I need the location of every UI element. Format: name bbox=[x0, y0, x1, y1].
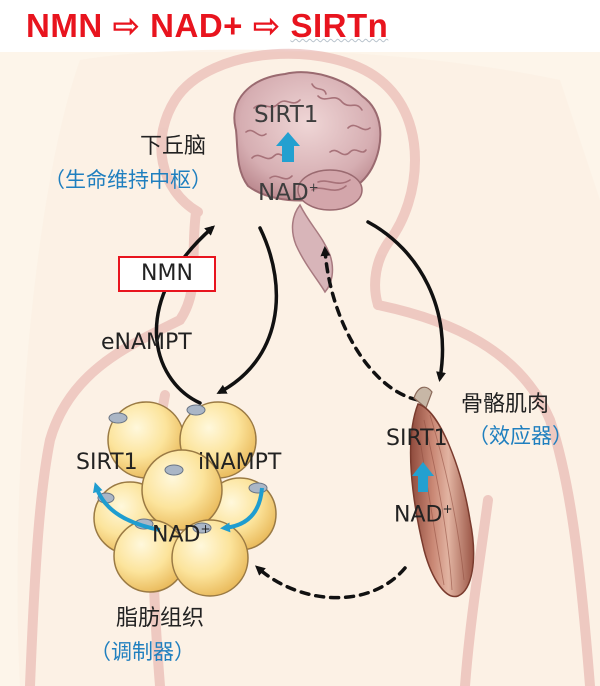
muscle-tendon-top bbox=[413, 386, 433, 410]
muscle-nad-sup: + bbox=[442, 502, 453, 516]
adipose-nad-sup: + bbox=[200, 522, 211, 536]
arrow-adipose-to-brain bbox=[154, 225, 216, 405]
muscle-up-arrow bbox=[412, 462, 434, 492]
inampt-label: iNAMPT bbox=[198, 450, 282, 475]
muscle-nad-label: NAD+ bbox=[394, 502, 453, 527]
title-arrow-2: ⇨ bbox=[252, 7, 281, 44]
dashed-arrow-muscle-to-brain bbox=[320, 246, 420, 402]
hypothalamus-label: 下丘脑 bbox=[140, 134, 207, 159]
adipose-role: （调制器） bbox=[90, 640, 195, 664]
adipose-label: 脂肪组织 bbox=[116, 606, 205, 631]
nmn-box: NMN bbox=[118, 256, 216, 292]
title-nmn: NMN bbox=[26, 7, 103, 44]
hypothalamus-role: （生命维持中枢） bbox=[44, 168, 212, 192]
brain-up-arrow bbox=[276, 132, 300, 162]
muscle-belly bbox=[409, 403, 475, 598]
muscle-role: （效应器） bbox=[468, 424, 573, 448]
brain-folds bbox=[245, 83, 371, 191]
arrow-brain-to-adipose bbox=[216, 226, 279, 394]
muscle-nad-text: NAD bbox=[394, 502, 443, 528]
title-arrow-1: ⇨ bbox=[112, 7, 141, 44]
enampt-label: eNAMPT bbox=[101, 330, 192, 355]
muscle-illustration bbox=[409, 386, 475, 598]
brain-stem bbox=[291, 203, 334, 294]
dashed-arrows bbox=[254, 246, 420, 600]
muscle-label: 骨骼肌肉 bbox=[461, 392, 550, 417]
adipose-nad-label: NAD+ bbox=[152, 522, 211, 547]
adipose-nad-text: NAD bbox=[152, 522, 201, 548]
brain-nad-sup: + bbox=[308, 180, 319, 195]
adipose-cells bbox=[92, 401, 277, 597]
cyan-arrow-left bbox=[92, 482, 161, 532]
title-nad: NAD+ bbox=[150, 7, 243, 44]
diagram-title: NMN ⇨ NAD+ ⇨ SIRTn bbox=[26, 6, 388, 45]
adipose-sirt-label: SIRT1 bbox=[76, 450, 138, 475]
dashed-arrow-muscle-to-adipose bbox=[254, 565, 407, 600]
nmn-text: NMN bbox=[141, 261, 193, 286]
arrow-brain-to-muscle bbox=[366, 220, 446, 382]
black-arrows bbox=[154, 220, 446, 405]
brain-nad-text: NAD bbox=[258, 180, 309, 206]
brain-illustration bbox=[233, 71, 382, 294]
title-sirtn: SIRTn bbox=[290, 7, 389, 44]
brain-sirt-label: SIRT1 bbox=[254, 102, 319, 128]
muscle-sirt-label: SIRT1 bbox=[386, 426, 448, 451]
brain-nad-label: NAD+ bbox=[258, 180, 319, 206]
cyan-arrow-right bbox=[220, 487, 264, 533]
